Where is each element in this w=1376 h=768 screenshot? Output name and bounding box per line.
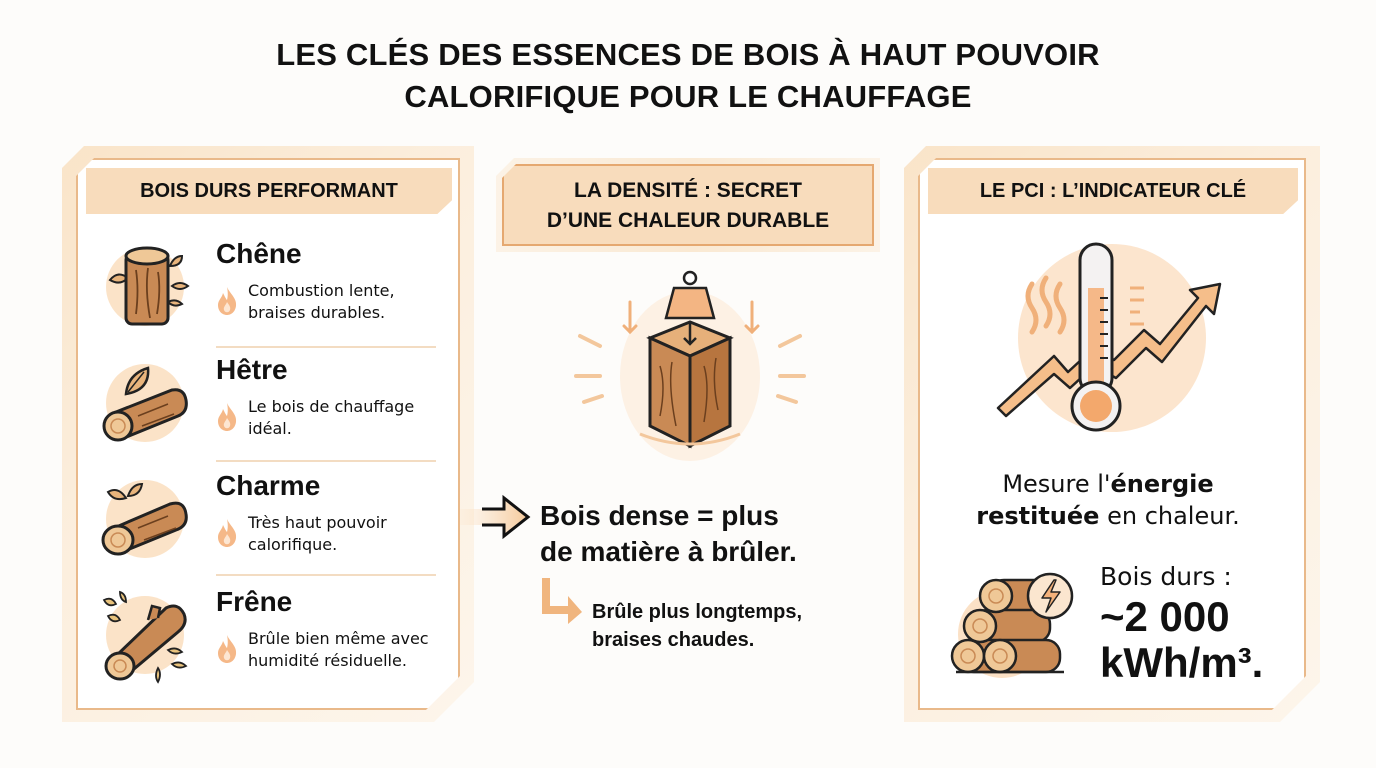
corner-arrow-icon: [542, 578, 582, 624]
flame-icon: [218, 403, 237, 431]
density-statement: Bois dense = plus de matière à brûler.: [540, 500, 797, 567]
hardwoods-header: BOIS DURS PERFORMANT: [86, 168, 452, 214]
right-arrow-icon: [460, 494, 531, 540]
pci-description: Mesure l'énergie restituée en chaleur.: [976, 470, 1240, 530]
species-item-frene: Frêne Brûle bien même avec humidité rési…: [98, 586, 438, 696]
species-name: Frêne: [216, 586, 293, 617]
species-item-chene: Chêne Combustion lente, braises durables…: [98, 238, 438, 348]
species-item-charme: Charme Très haut pouvoir calorifique.: [98, 470, 438, 580]
species-description: Brûle bien même avec humidité résiduelle…: [248, 629, 429, 670]
weight-on-wood-cube-icon: [574, 270, 806, 461]
pci-header: LE PCI : L’INDICATEUR CLÉ: [928, 168, 1298, 214]
log-pile-energy-icon: [950, 572, 1074, 678]
hardwoods-panel: BOIS DURS PERFORMANT Chêne Combustion le…: [62, 146, 474, 722]
stat-label: Bois durs :: [1100, 562, 1232, 591]
species-description: Le bois de chauffage idéal.: [248, 397, 415, 438]
thermometer-rising-arrow-icon: [996, 242, 1222, 432]
hornbeam-log-icon: [98, 470, 198, 570]
separator: [216, 574, 436, 576]
density-consequence: Brûle plus longtemps, braises chaudes.: [592, 601, 803, 651]
ash-log-icon: [98, 586, 198, 686]
oak-log-icon: [98, 238, 198, 338]
beech-log-icon: [98, 354, 198, 454]
page-title: LES CLÉS DES ESSENCES DE BOIS À HAUT POU…: [0, 34, 1376, 118]
species-description: Combustion lente, braises durables.: [248, 281, 395, 322]
separator: [216, 460, 436, 462]
flame-icon: [218, 519, 237, 547]
flame-icon: [218, 635, 237, 663]
species-description: Très haut pouvoir calorifique.: [248, 513, 387, 554]
title-line-1: LES CLÉS DES ESSENCES DE BOIS À HAUT POU…: [276, 37, 1100, 72]
flame-icon: [218, 287, 237, 315]
density-header: LA DENSITÉ : SECRET D’UNE CHALEUR DURABL…: [502, 164, 874, 246]
species-item-hetre: Hêtre Le bois de chauffage idéal.: [98, 354, 438, 464]
species-name: Chêne: [216, 238, 302, 269]
species-name: Hêtre: [216, 354, 288, 385]
separator: [216, 346, 436, 348]
title-line-2: CALORIFIQUE POUR LE CHAUFFAGE: [404, 79, 972, 114]
species-name: Charme: [216, 470, 321, 501]
stat-value: ~2 000 kWh/m³.: [1100, 593, 1264, 686]
